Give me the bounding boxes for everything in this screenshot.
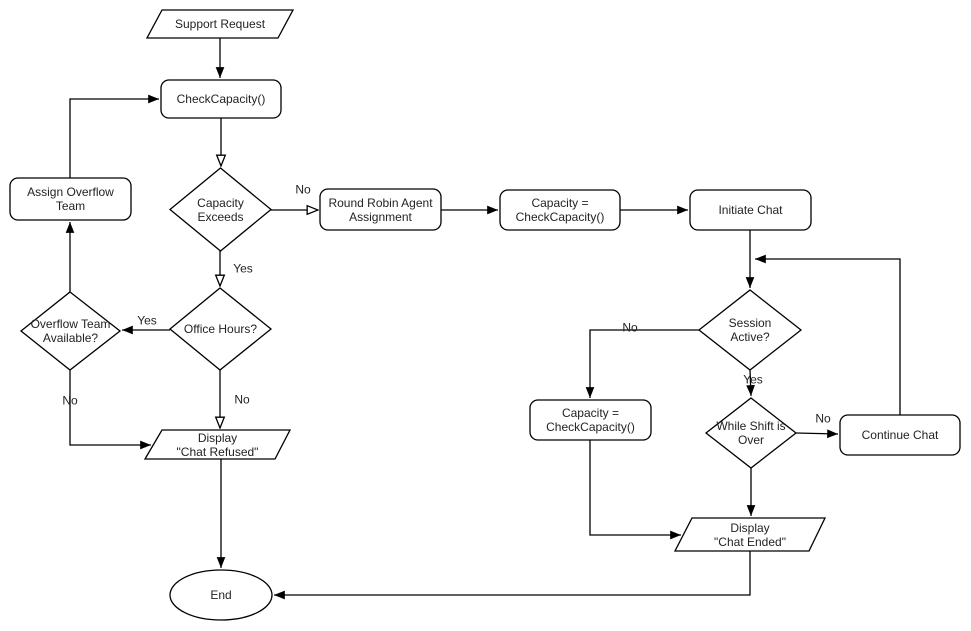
assign-overflow-label: Assign Overflow Team — [27, 185, 114, 213]
nodes-layer — [9, 9, 961, 621]
capacity-check-top-shape — [499, 189, 621, 231]
session-active-label: Session Active? — [728, 316, 772, 344]
while-shift-over-label: While Shift is Over — [716, 419, 786, 447]
edge-label-capacity-exceeds-no: No — [295, 182, 311, 197]
edge-overflow-no-to-chatrefused — [69, 370, 151, 450]
initiate-chat-shape — [689, 189, 812, 231]
check-capacity-label: CheckCapacity() — [176, 92, 266, 106]
capacity-check-bottom-label: Capacity = CheckCapacity() — [546, 406, 635, 434]
edge-sessionactive-yes-to-whileshift — [746, 369, 755, 397]
edge-label-overflow-no: No — [62, 393, 78, 408]
session-active-shape — [697, 289, 803, 371]
edge-label-while-shift-no: No — [815, 411, 831, 426]
edge-whileshift-no-to-continuechat — [795, 429, 839, 439]
edge-capacitycheck-to-chatended — [589, 440, 681, 540]
overflow-team-shape — [19, 291, 122, 371]
round-robin-label: Round Robin Agent Assignment — [328, 195, 433, 224]
while-shift-over-shape — [704, 397, 798, 469]
edge-assignoverflow-to-checkcapacity — [69, 94, 159, 178]
capacity-exceeds-shape — [168, 167, 273, 252]
end-shape — [169, 569, 273, 621]
edge-label-capacity-exceeds-yes: Yes — [233, 261, 253, 276]
edge-label-session-active-no: No — [622, 320, 638, 335]
edge-chatended-to-end — [274, 551, 751, 600]
end-label: End — [210, 588, 232, 602]
office-hours-label: Office Hours? — [183, 322, 258, 336]
display-chat-refused-label: Display "Chat Refused" — [176, 430, 259, 459]
round-robin-shape — [319, 188, 442, 231]
continue-chat-shape — [839, 414, 961, 456]
check-capacity-shape — [160, 79, 282, 119]
display-chat-ended-label: Display "Chat Ended" — [714, 520, 786, 549]
office-hours-shape — [168, 287, 273, 371]
capacity-check-top-label: Capacity = CheckCapacity() — [515, 196, 605, 224]
edge-label-session-active-yes: Yes — [743, 372, 763, 387]
assign-overflow-shape — [9, 177, 132, 221]
edge-label-office-hours-yes: Yes — [137, 313, 157, 328]
capacity-exceeds-label: Capacity Exceeds — [197, 195, 244, 224]
overflow-team-label: Overflow Team Available? — [30, 317, 111, 345]
edge-sessionactive-no-to-capacitycheck — [585, 329, 699, 398]
support-request-label: Support Request — [174, 17, 266, 31]
continue-chat-label: Continue Chat — [861, 428, 939, 442]
display-chat-refused-shape — [143, 429, 292, 460]
support-request-shape — [145, 9, 295, 39]
capacity-check-bottom-shape — [529, 399, 652, 441]
edges-layer — [65, 38, 901, 600]
display-chat-ended-shape — [673, 517, 827, 552]
edge-continuechat-loop — [755, 254, 901, 415]
initiate-chat-label: Initiate Chat — [718, 203, 783, 217]
edge-label-office-hours-no: No — [234, 392, 250, 407]
